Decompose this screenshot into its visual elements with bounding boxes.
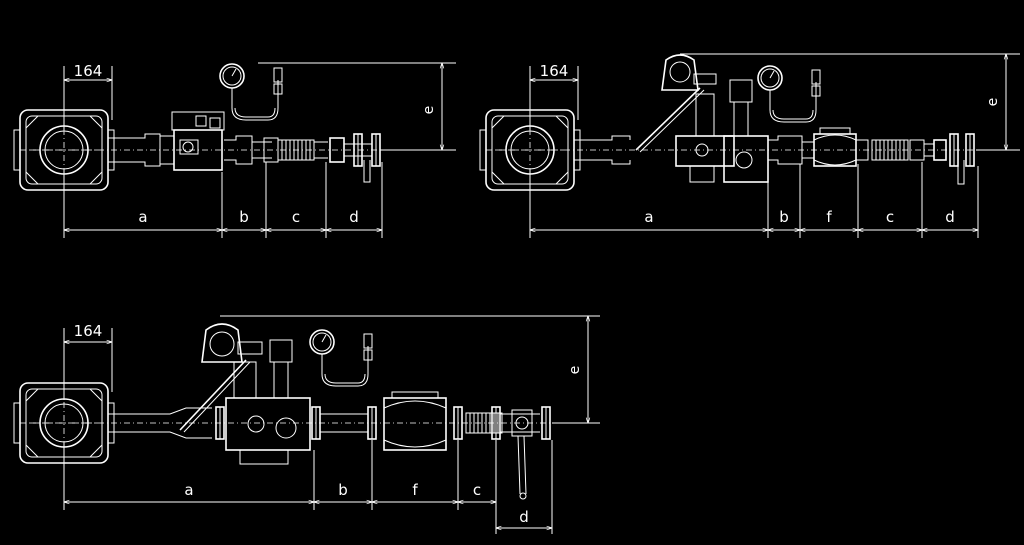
dimension-chain-bottom: a b f c d — [530, 162, 978, 238]
pressure-gauge — [309, 329, 373, 387]
pipe-segment — [108, 133, 161, 167]
dimension-164: 164 — [64, 322, 112, 400]
pipe-segment — [574, 135, 631, 165]
dimension-label-b: b — [239, 208, 249, 226]
dimension-label-e: e — [567, 366, 583, 375]
ball-valve-handle — [957, 160, 965, 185]
pressure-regulator — [179, 323, 321, 465]
dimension-label-a: a — [138, 208, 147, 226]
dimension-label-a: a — [184, 481, 193, 499]
dimension-label-164: 164 — [540, 62, 569, 80]
dimension-e: e — [680, 54, 1020, 150]
dimension-164: 164 — [530, 62, 578, 130]
dimension-e: e — [220, 316, 600, 423]
valve-coupling — [224, 135, 253, 165]
dimension-label-c: c — [886, 208, 894, 226]
dimension-e: e — [258, 63, 456, 150]
dimension-label-f: f — [412, 481, 418, 499]
dimension-label-e: e — [985, 98, 1001, 107]
safety-shutoff-valve — [269, 339, 297, 439]
gas-filter — [813, 127, 857, 167]
dimension-label-e: e — [421, 106, 437, 115]
drawing-top-right: 164 e a b f c d — [479, 54, 1020, 238]
ball-valve-handle — [363, 160, 371, 183]
pipe-segment — [108, 407, 212, 439]
gas-valve — [159, 111, 225, 171]
dimension-label-c: c — [292, 208, 300, 226]
dimension-label-164: 164 — [74, 62, 103, 80]
dimension-label-164: 164 — [74, 322, 103, 340]
dimension-label-c: c — [473, 481, 481, 499]
dimension-164: 164 — [64, 62, 112, 130]
dimension-chain-bottom: a b f c d — [64, 440, 552, 534]
dimension-label-b: b — [338, 481, 348, 499]
gas-filter — [383, 391, 447, 451]
drawing-bottom: 164 e a b f c d — [13, 316, 600, 534]
dimension-label-d: d — [945, 208, 955, 226]
dimension-label-f: f — [826, 208, 832, 226]
safety-shutoff-valve — [723, 79, 769, 183]
dimension-label-b: b — [779, 208, 789, 226]
flange — [453, 406, 463, 440]
ball-valve-handle — [517, 435, 527, 495]
pressure-regulator — [635, 54, 735, 183]
dimension-chain-bottom: a b c d — [64, 162, 382, 238]
dimension-label-d: d — [519, 508, 529, 526]
drawing-top-left: 164 e a b c d — [13, 62, 456, 238]
pressure-gauge — [757, 65, 821, 123]
dimension-label-d: d — [349, 208, 359, 226]
dimension-label-a: a — [644, 208, 653, 226]
pressure-gauge — [219, 63, 283, 121]
